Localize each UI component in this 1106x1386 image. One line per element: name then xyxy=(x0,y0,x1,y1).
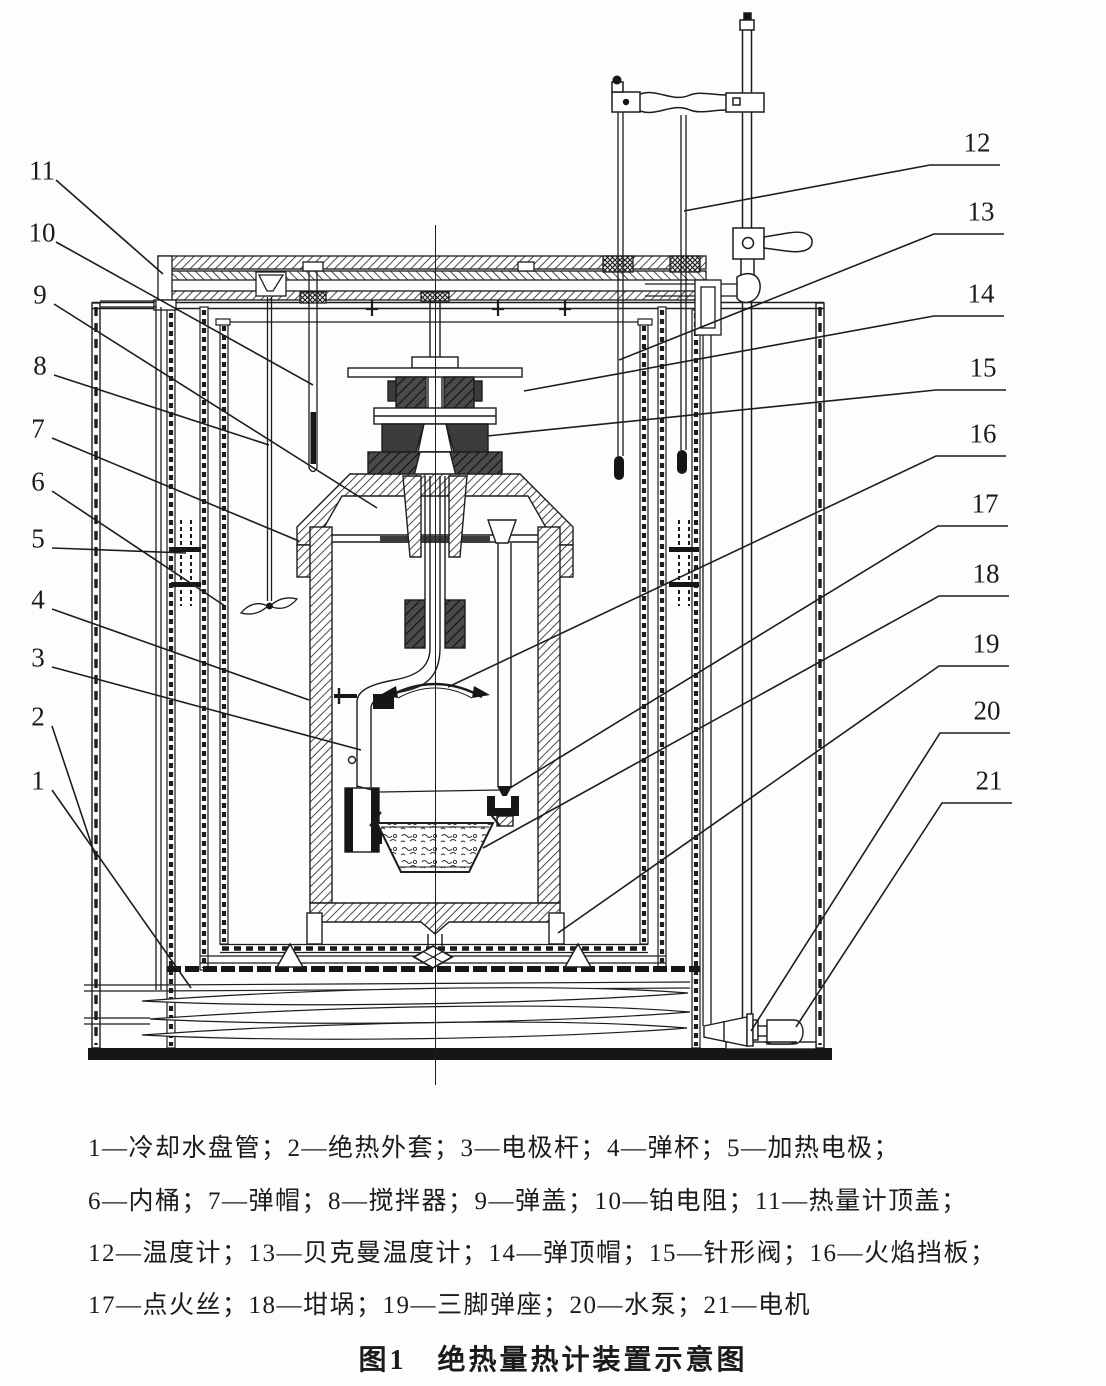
tripod-seat-leg xyxy=(548,912,565,945)
platinum-resistance-element xyxy=(310,412,316,464)
heating-electrode-right xyxy=(669,520,699,606)
beckmann-thermometer-bulb xyxy=(614,456,624,480)
needle-valve-body xyxy=(395,376,427,409)
bomb-lid xyxy=(296,473,574,546)
bomb-top-cap xyxy=(381,423,425,453)
bomb-cup-wall xyxy=(309,526,333,904)
electrode-funnel xyxy=(487,519,517,544)
electric-motor xyxy=(766,1019,804,1045)
probes-and-stirrer xyxy=(171,112,699,615)
pump-and-motor xyxy=(703,1013,817,1050)
retort-stand xyxy=(611,12,813,1046)
electrode-tube xyxy=(356,647,431,788)
figure-caption: 图1 绝热量热计装置示意图 xyxy=(358,1345,748,1376)
tripod-seat-leg xyxy=(306,912,323,945)
leader-lines xyxy=(51,164,1012,1032)
right-circulation-pipe xyxy=(645,279,737,1028)
heating-electrode-left xyxy=(171,520,201,606)
bomb-cap-skirt xyxy=(296,544,312,578)
legend-line-3: 12—温度计；13—贝克曼温度计；14—弹顶帽；15—针形阀；16—火焰挡板； xyxy=(88,1240,997,1267)
legend-line-1: 1—冷却水盘管；2—绝热外套；3—电极杆；4—弹杯；5—加热电极； xyxy=(88,1135,901,1162)
outer-case xyxy=(88,301,832,1060)
legend-line-2: 6—内桶；7—弹帽；8—搅拌器；9—弹盖；10—铂电阻；11—热量计顶盖； xyxy=(88,1188,968,1215)
legend-line-4: 17—点火丝；18—坩埚；19—三脚弹座；20—水泵；21—电机 xyxy=(88,1292,812,1319)
thermometer-bulb xyxy=(677,450,687,474)
ignition-wire xyxy=(356,785,501,793)
bucket-supports xyxy=(275,942,593,970)
cooling-water-coil xyxy=(84,981,691,1040)
